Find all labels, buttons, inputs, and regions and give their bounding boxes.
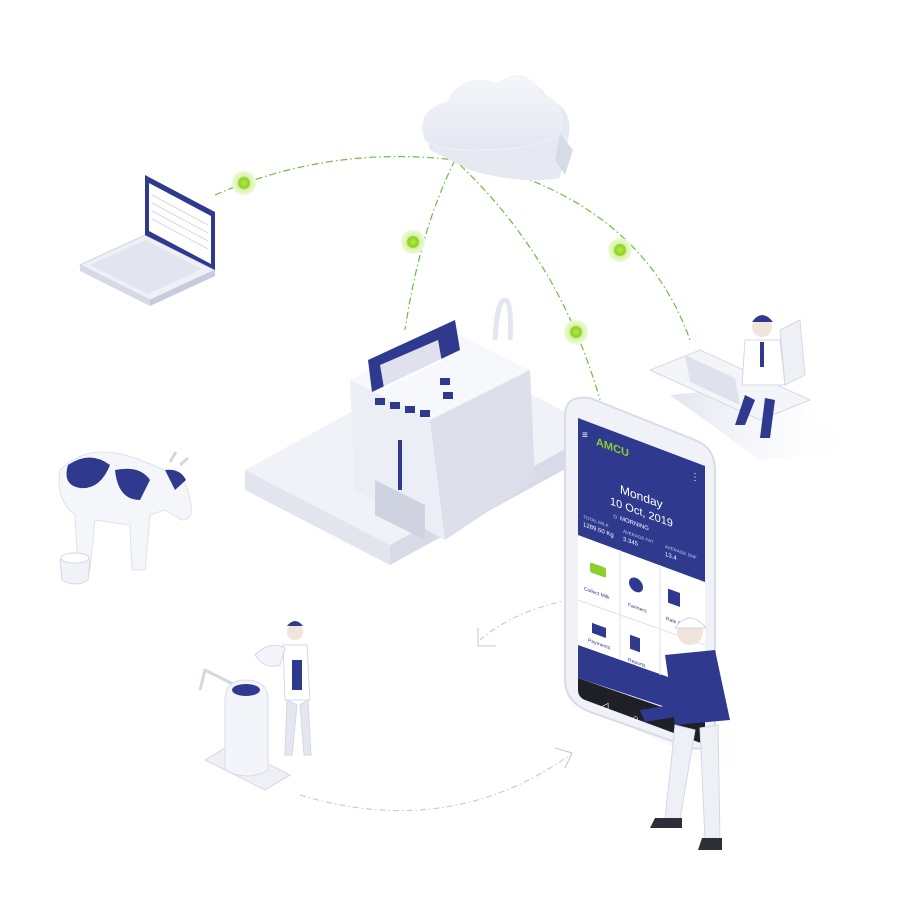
network-node — [232, 171, 256, 195]
nav-home-icon[interactable]: ○ — [632, 713, 639, 725]
arrow-collector-to-phone — [300, 755, 570, 811]
arrow-head-bottom — [555, 748, 572, 768]
network-node — [401, 230, 425, 254]
laptop-icon — [80, 175, 215, 306]
network-node — [608, 238, 632, 262]
milk-analyzer-machine — [245, 300, 600, 565]
network-nodes — [232, 171, 632, 344]
network-node — [564, 320, 588, 344]
return-arrows — [300, 600, 572, 811]
arrow-phone-to-collector — [480, 600, 570, 640]
arrow-head-top — [478, 628, 496, 646]
milk-collector — [200, 621, 311, 790]
cow-icon — [59, 452, 191, 584]
menu-icon[interactable]: ≡ — [582, 430, 588, 441]
cloud-icon — [423, 76, 573, 180]
overflow-menu-icon[interactable]: ⋮ — [690, 472, 700, 483]
nav-back-icon[interactable]: ◁ — [600, 701, 609, 713]
